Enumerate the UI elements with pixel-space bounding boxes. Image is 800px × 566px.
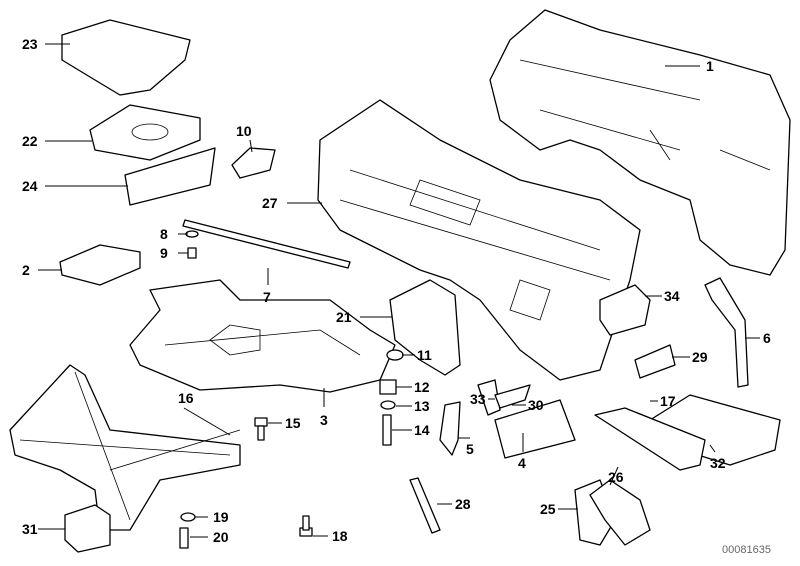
callout-33: 33 xyxy=(470,391,486,407)
part-3-tray xyxy=(129,279,396,393)
parts-drawing xyxy=(9,9,791,553)
part-4 xyxy=(494,399,576,459)
callout-32: 32 xyxy=(710,455,726,471)
part-34 xyxy=(599,284,651,336)
callout-14: 14 xyxy=(414,422,430,438)
callout-29: 29 xyxy=(692,349,708,365)
leader-lines xyxy=(38,43,760,538)
callout-2: 2 xyxy=(22,262,30,278)
part-5 xyxy=(439,401,461,456)
callout-7: 7 xyxy=(263,289,271,305)
callout-26: 26 xyxy=(608,469,624,485)
leader-line-32 xyxy=(709,444,716,453)
leader-line-26 xyxy=(609,466,619,486)
callout-1: 1 xyxy=(706,58,714,74)
callout-6: 6 xyxy=(763,330,771,346)
part-30 xyxy=(494,384,531,409)
callout-28: 28 xyxy=(455,496,471,512)
part-24 xyxy=(124,147,216,206)
part-2 xyxy=(59,244,141,286)
callout-23: 23 xyxy=(22,36,38,52)
callout-27: 27 xyxy=(262,195,278,211)
callout-3: 3 xyxy=(320,412,328,428)
part-6 xyxy=(704,277,749,388)
part-33 xyxy=(477,379,501,416)
part-31-block xyxy=(64,504,111,553)
callout-20: 20 xyxy=(213,529,229,545)
callout-4: 4 xyxy=(518,455,526,471)
reference-number: 00081635 xyxy=(722,544,771,556)
callout-30: 30 xyxy=(528,397,544,413)
part-21 xyxy=(389,279,461,376)
callout-12: 12 xyxy=(414,379,430,395)
part-28 xyxy=(409,477,441,534)
callout-8: 8 xyxy=(160,226,168,242)
part-22 xyxy=(89,104,201,161)
part-1-panel xyxy=(489,9,791,276)
part-10 xyxy=(231,147,276,179)
part-29 xyxy=(634,344,676,379)
part-23 xyxy=(61,19,191,96)
leader-line-16 xyxy=(183,407,231,436)
callout-19: 19 xyxy=(213,509,229,525)
callout-13: 13 xyxy=(414,398,430,414)
callout-18: 18 xyxy=(332,528,348,544)
callout-9: 9 xyxy=(160,245,168,261)
callout-21: 21 xyxy=(336,309,352,325)
callout-11: 11 xyxy=(417,347,432,363)
part-7-strut xyxy=(182,219,351,269)
part-27-bulkhead xyxy=(317,99,641,381)
callout-34: 34 xyxy=(664,288,680,304)
callout-17: 17 xyxy=(660,393,676,409)
callout-25: 25 xyxy=(540,501,556,517)
callout-16: 16 xyxy=(178,390,194,406)
callout-31: 31 xyxy=(22,521,38,537)
callout-22: 22 xyxy=(22,133,38,149)
part-26 xyxy=(589,479,651,546)
callout-10: 10 xyxy=(236,123,252,139)
callout-15: 15 xyxy=(285,415,301,431)
callout-5: 5 xyxy=(466,441,474,457)
leader-line-10 xyxy=(249,139,253,153)
part-32 xyxy=(594,407,706,471)
callout-24: 24 xyxy=(22,178,38,194)
